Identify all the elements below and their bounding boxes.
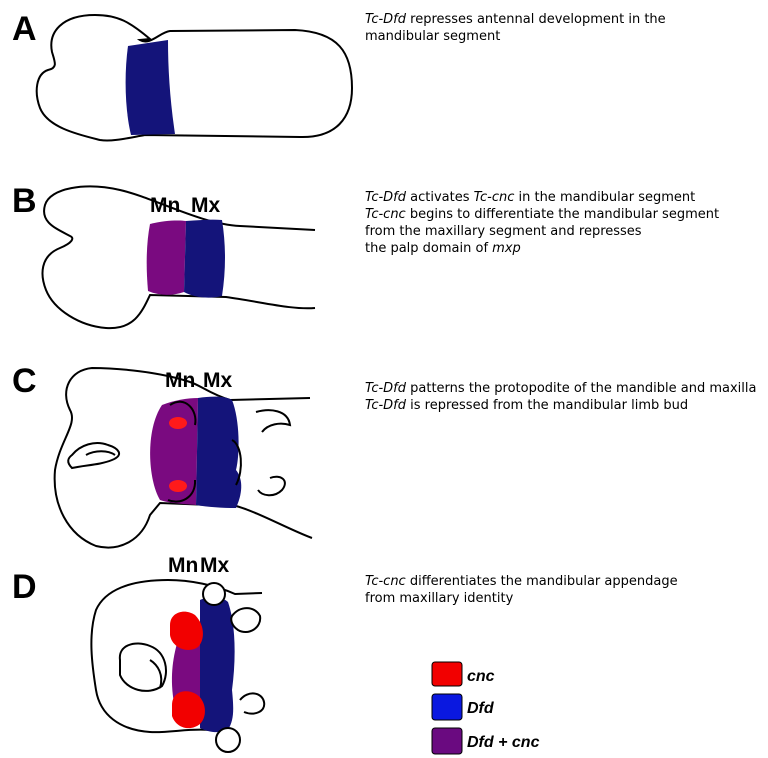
- panel-d-labrum-lobe: [120, 644, 166, 691]
- description-text: differentiates the mandibular appendage: [406, 574, 678, 589]
- description-text: in the mandibular segment: [514, 190, 695, 205]
- description-line: Tc-Dfd is repressed from the mandibular …: [365, 397, 756, 414]
- panel-d: D Mn Mx: [12, 554, 264, 752]
- panel-c-description: Tc-Dfd patterns the protopodite of the m…: [365, 380, 756, 414]
- description-line: mandibular segment: [365, 28, 666, 45]
- panel-c: C Mn Mx: [12, 362, 312, 548]
- panel-b-mx-label: Mx: [191, 194, 220, 217]
- description-line: Tc-cnc differentiates the mandibular app…: [365, 573, 678, 590]
- panel-b-mx-domain: [184, 220, 225, 298]
- legend-swatch-dfd-cnc: [432, 728, 462, 754]
- panel-d-maxilla-tip-bottom: [216, 728, 240, 752]
- panel-a: A: [12, 10, 352, 141]
- panel-d-maxilla-tip-top: [203, 583, 225, 605]
- description-line: Tc-cnc begins to differentiate the mandi…: [365, 206, 719, 223]
- panel-d-mx-domain: [200, 597, 235, 732]
- gene-name: Tc-Dfd: [365, 381, 406, 396]
- gene-name: mxp: [492, 241, 521, 256]
- panel-c-right-appendage-bottom: [258, 477, 285, 496]
- panel-b: B Mn Mx: [12, 182, 315, 328]
- gene-name: Tc-cnc: [474, 190, 515, 205]
- legend-label-dfd: Dfd: [467, 700, 495, 717]
- panel-a-description: Tc-Dfd represses antennal development in…: [365, 11, 666, 45]
- panel-b-label: B: [12, 182, 37, 220]
- gene-name: Tc-cnc: [365, 207, 406, 222]
- description-line: from maxillary identity: [365, 590, 678, 607]
- legend-swatch-dfd: [432, 694, 462, 720]
- description-line: Tc-Dfd patterns the protopodite of the m…: [365, 380, 756, 397]
- panel-a-label: A: [12, 10, 37, 48]
- legend: cnc Dfd Dfd + cnc: [432, 662, 540, 754]
- description-text: begins to differentiate the mandibular s…: [406, 207, 719, 222]
- description-text: from the maxillary segment and represses: [365, 224, 642, 239]
- gene-name: Tc-Dfd: [365, 398, 406, 413]
- panel-b-mn-domain: [147, 220, 186, 294]
- panel-c-cnc-spot-top: [169, 417, 187, 429]
- description-text: represses antennal development in the: [406, 12, 666, 27]
- description-line: from the maxillary segment and represses: [365, 223, 719, 240]
- description-text: is repressed from the mandibular limb bu…: [406, 398, 688, 413]
- legend-label-cnc: cnc: [467, 668, 495, 685]
- description-line: the palp domain of mxp: [365, 240, 719, 257]
- panel-d-right-lobe-bottom: [240, 693, 264, 713]
- description-text: from maxillary identity: [365, 591, 513, 606]
- panel-d-description: Tc-cnc differentiates the mandibular app…: [365, 573, 678, 607]
- panel-c-antenna-fold: [68, 443, 119, 468]
- description-text: mandibular segment: [365, 29, 500, 44]
- legend-label-dfd-cnc: Dfd + cnc: [467, 734, 540, 751]
- panel-d-label: D: [12, 568, 37, 606]
- panel-c-mx-label: Mx: [203, 369, 232, 392]
- panel-c-cnc-spot-bottom: [169, 480, 187, 492]
- gene-name: Tc-Dfd: [365, 190, 406, 205]
- gene-name: Tc-cnc: [365, 574, 406, 589]
- gene-name: Tc-Dfd: [365, 12, 406, 27]
- panel-d-mx-label: Mx: [200, 554, 229, 577]
- description-text: patterns the protopodite of the mandible…: [406, 381, 756, 396]
- panel-b-description: Tc-Dfd activates Tc-cnc in the mandibula…: [365, 189, 719, 257]
- panel-c-mn-label: Mn: [165, 369, 195, 392]
- legend-swatch-cnc: [432, 662, 462, 686]
- panel-a-embryo-outline: [37, 15, 352, 141]
- description-text: activates: [406, 190, 474, 205]
- panel-d-mn-label: Mn: [168, 554, 198, 577]
- description-text: the palp domain of: [365, 241, 492, 256]
- panel-c-label: C: [12, 362, 37, 400]
- panel-c-mx-domain: [196, 397, 241, 508]
- panel-d-mandible-bud-top: [170, 612, 203, 650]
- description-line: Tc-Dfd activates Tc-cnc in the mandibula…: [365, 189, 719, 206]
- description-line: Tc-Dfd represses antennal development in…: [365, 11, 666, 28]
- panel-c-right-appendage-top: [256, 410, 290, 432]
- panel-a-dfd-domain: [126, 40, 175, 135]
- panel-d-right-lobe-top: [231, 608, 260, 632]
